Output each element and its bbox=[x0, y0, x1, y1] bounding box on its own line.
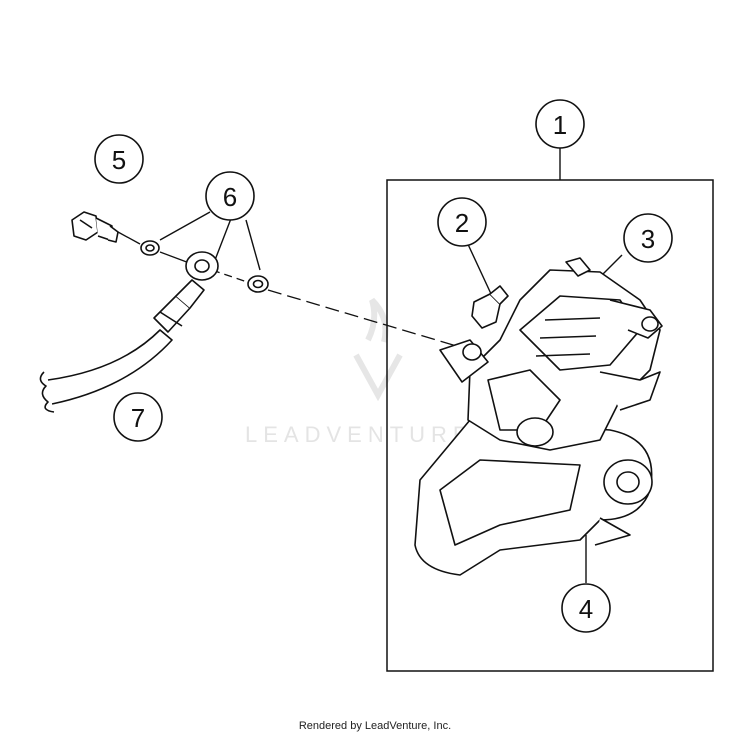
callout-4: 4 bbox=[561, 583, 611, 633]
callout-label: 3 bbox=[641, 224, 655, 254]
callout-label: 6 bbox=[223, 182, 237, 212]
callout-3: 3 bbox=[623, 213, 673, 263]
callout-2: 2 bbox=[437, 197, 487, 247]
watermark: LEADVENTURE bbox=[245, 297, 474, 447]
banjo-bolt bbox=[71, 211, 119, 243]
watermark-text: LEADVENTURE bbox=[245, 422, 474, 447]
callout-7: 7 bbox=[113, 392, 163, 442]
brake-hose bbox=[39, 251, 219, 413]
callout-1: 1 bbox=[535, 99, 585, 149]
footer-credit: Rendered by LeadVenture, Inc. bbox=[298, 720, 452, 732]
callout-label: 5 bbox=[112, 145, 126, 175]
callout-6: 6 bbox=[205, 171, 255, 221]
alignment-line bbox=[117, 231, 471, 351]
callout-label: 1 bbox=[553, 110, 567, 140]
assembly-box bbox=[386, 179, 714, 672]
watermark-logo bbox=[353, 297, 403, 402]
sealing-washers bbox=[140, 240, 269, 293]
callout-5: 5 bbox=[94, 134, 144, 184]
pad-retaining-pin bbox=[565, 257, 591, 277]
brake-caliper bbox=[414, 257, 663, 576]
callout-label: 2 bbox=[455, 208, 469, 238]
callout-label: 4 bbox=[579, 594, 593, 624]
callout-label: 7 bbox=[131, 403, 145, 433]
